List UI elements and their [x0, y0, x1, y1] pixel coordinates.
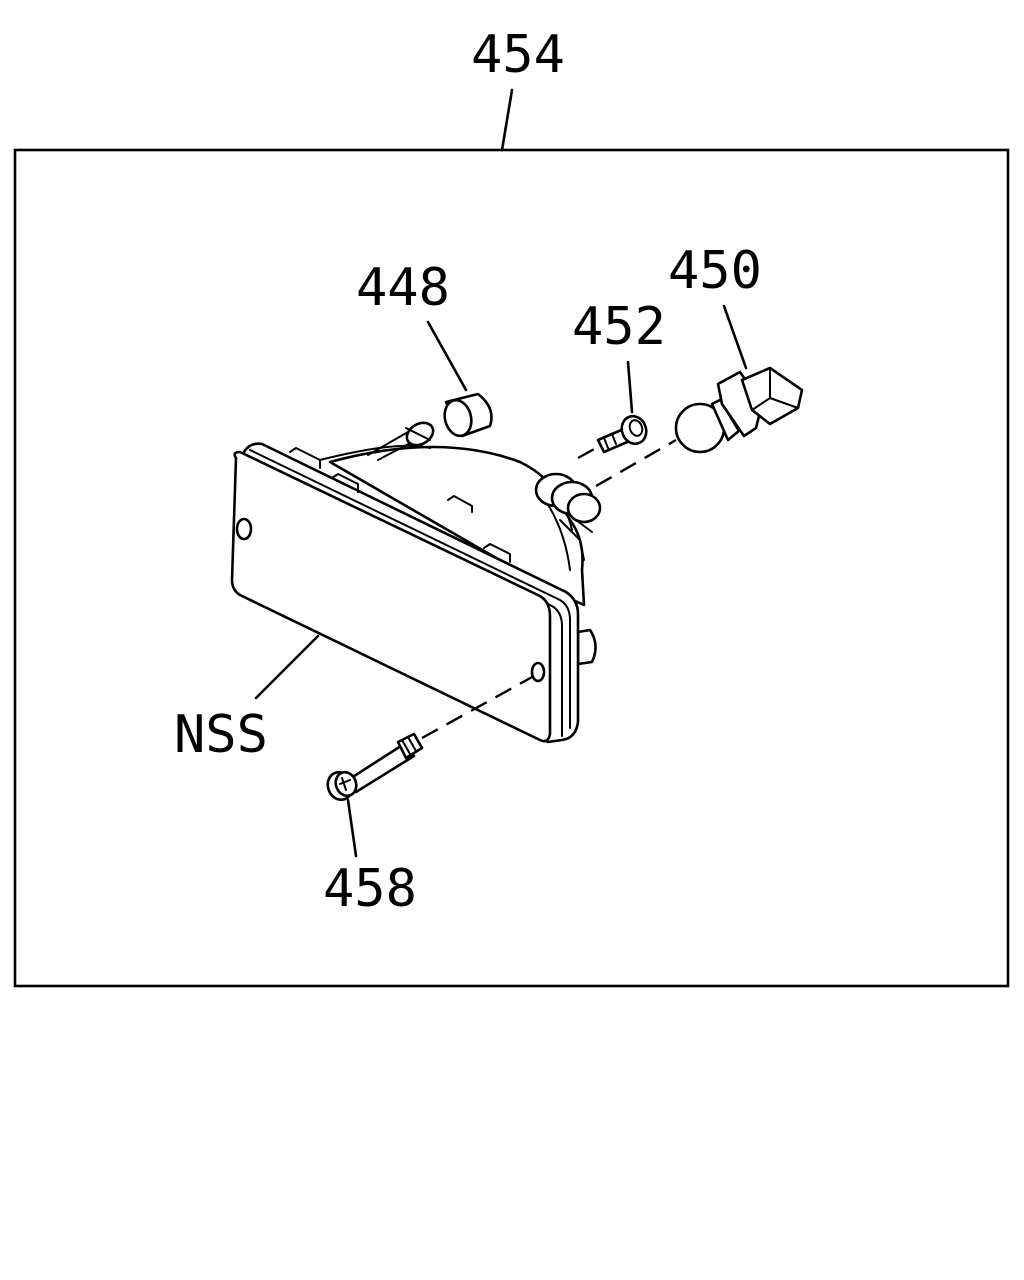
callout-448: 448 [356, 258, 450, 318]
bezel-rib-tabs [289, 444, 511, 563]
mounting-bolt [326, 732, 424, 802]
lens-hole-left [235, 517, 253, 541]
leader-450 [722, 304, 748, 370]
leader-458 [346, 798, 358, 858]
fog-lamp-housing [230, 421, 602, 744]
alignment-line-screw [577, 446, 597, 460]
alignment-line-bulb [595, 438, 677, 488]
callout-452: 452 [572, 297, 666, 357]
bulb-cover-cap [443, 392, 493, 438]
lens-hole-right [530, 661, 546, 683]
leader-454 [500, 88, 514, 152]
socket-flange [534, 472, 602, 561]
callout-458: 458 [323, 859, 417, 919]
leader-452 [626, 360, 634, 414]
leader-nss [254, 634, 320, 700]
lens-face [230, 450, 552, 743]
side-pin [576, 628, 597, 666]
bulb [674, 366, 804, 454]
callout-nss: NSS [174, 705, 268, 765]
alignment-line-bolt [421, 674, 535, 740]
top-mounting-stud [367, 421, 435, 461]
leader-448 [426, 320, 468, 392]
callout-450: 450 [668, 241, 762, 301]
callout-454: 454 [471, 25, 565, 85]
assembly-frame [13, 148, 1010, 988]
small-screw [596, 414, 648, 454]
